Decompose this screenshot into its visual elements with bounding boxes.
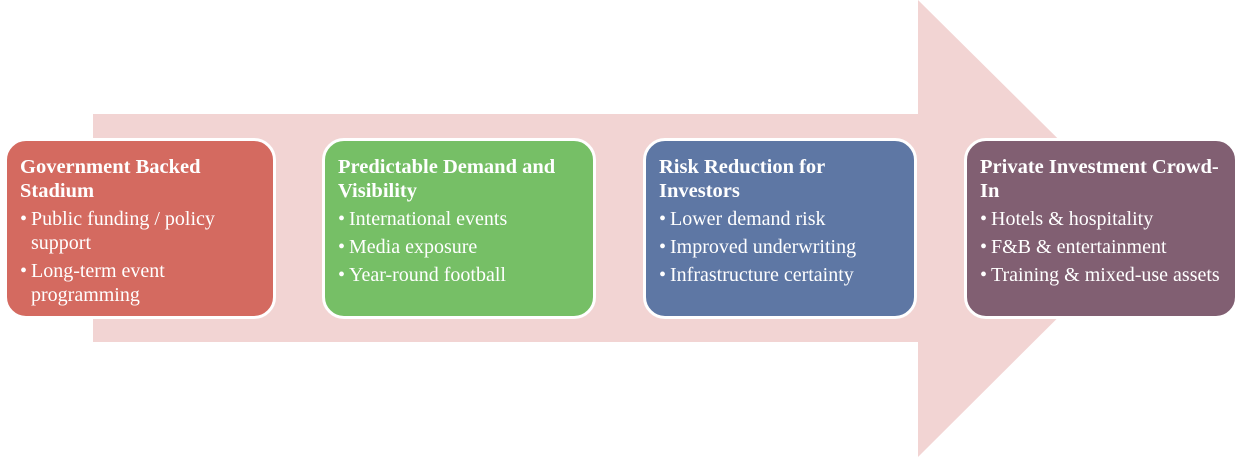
step-bullet-list: Public funding / policy support Long-ter…: [20, 207, 261, 307]
step-bullet: Media exposure: [338, 235, 581, 259]
step-bullet: F&B & entertainment: [980, 235, 1223, 259]
step-bullet: Training & mixed-use assets: [980, 263, 1223, 287]
step-bullet: Improved underwriting: [659, 235, 902, 259]
step-bullet-list: International events Media exposure Year…: [338, 207, 581, 287]
step-bullet: Lower demand risk: [659, 207, 902, 231]
step-bullet: Long-term event programming: [20, 259, 261, 307]
step-bullet-list: Hotels & hospitality F&B & entertainment…: [980, 207, 1223, 287]
background-arrow-shape: [93, 0, 1148, 457]
step-box-government-backed-stadium: Government Backed Stadium Public funding…: [4, 138, 276, 319]
step-title: Risk Reduction for Investors: [659, 156, 825, 202]
step-title: Predictable Demand and Visibility: [338, 156, 556, 202]
step-box-private-investment: Private Investment Crowd-In Hotels & hos…: [964, 138, 1238, 319]
step-bullet: Year-round football: [338, 263, 581, 287]
step-bullet-list: Lower demand risk Improved underwriting …: [659, 207, 902, 287]
step-bullet: Infrastructure certainty: [659, 263, 902, 287]
step-bullet: Public funding / policy support: [20, 207, 261, 255]
step-box-risk-reduction: Risk Reduction for Investors Lower deman…: [643, 138, 917, 319]
step-title: Private Investment Crowd-In: [980, 156, 1219, 202]
step-box-predictable-demand: Predictable Demand and Visibility Intern…: [322, 138, 596, 319]
step-title: Government Backed Stadium: [20, 156, 201, 202]
step-bullet: Hotels & hospitality: [980, 207, 1223, 231]
step-bullet: International events: [338, 207, 581, 231]
